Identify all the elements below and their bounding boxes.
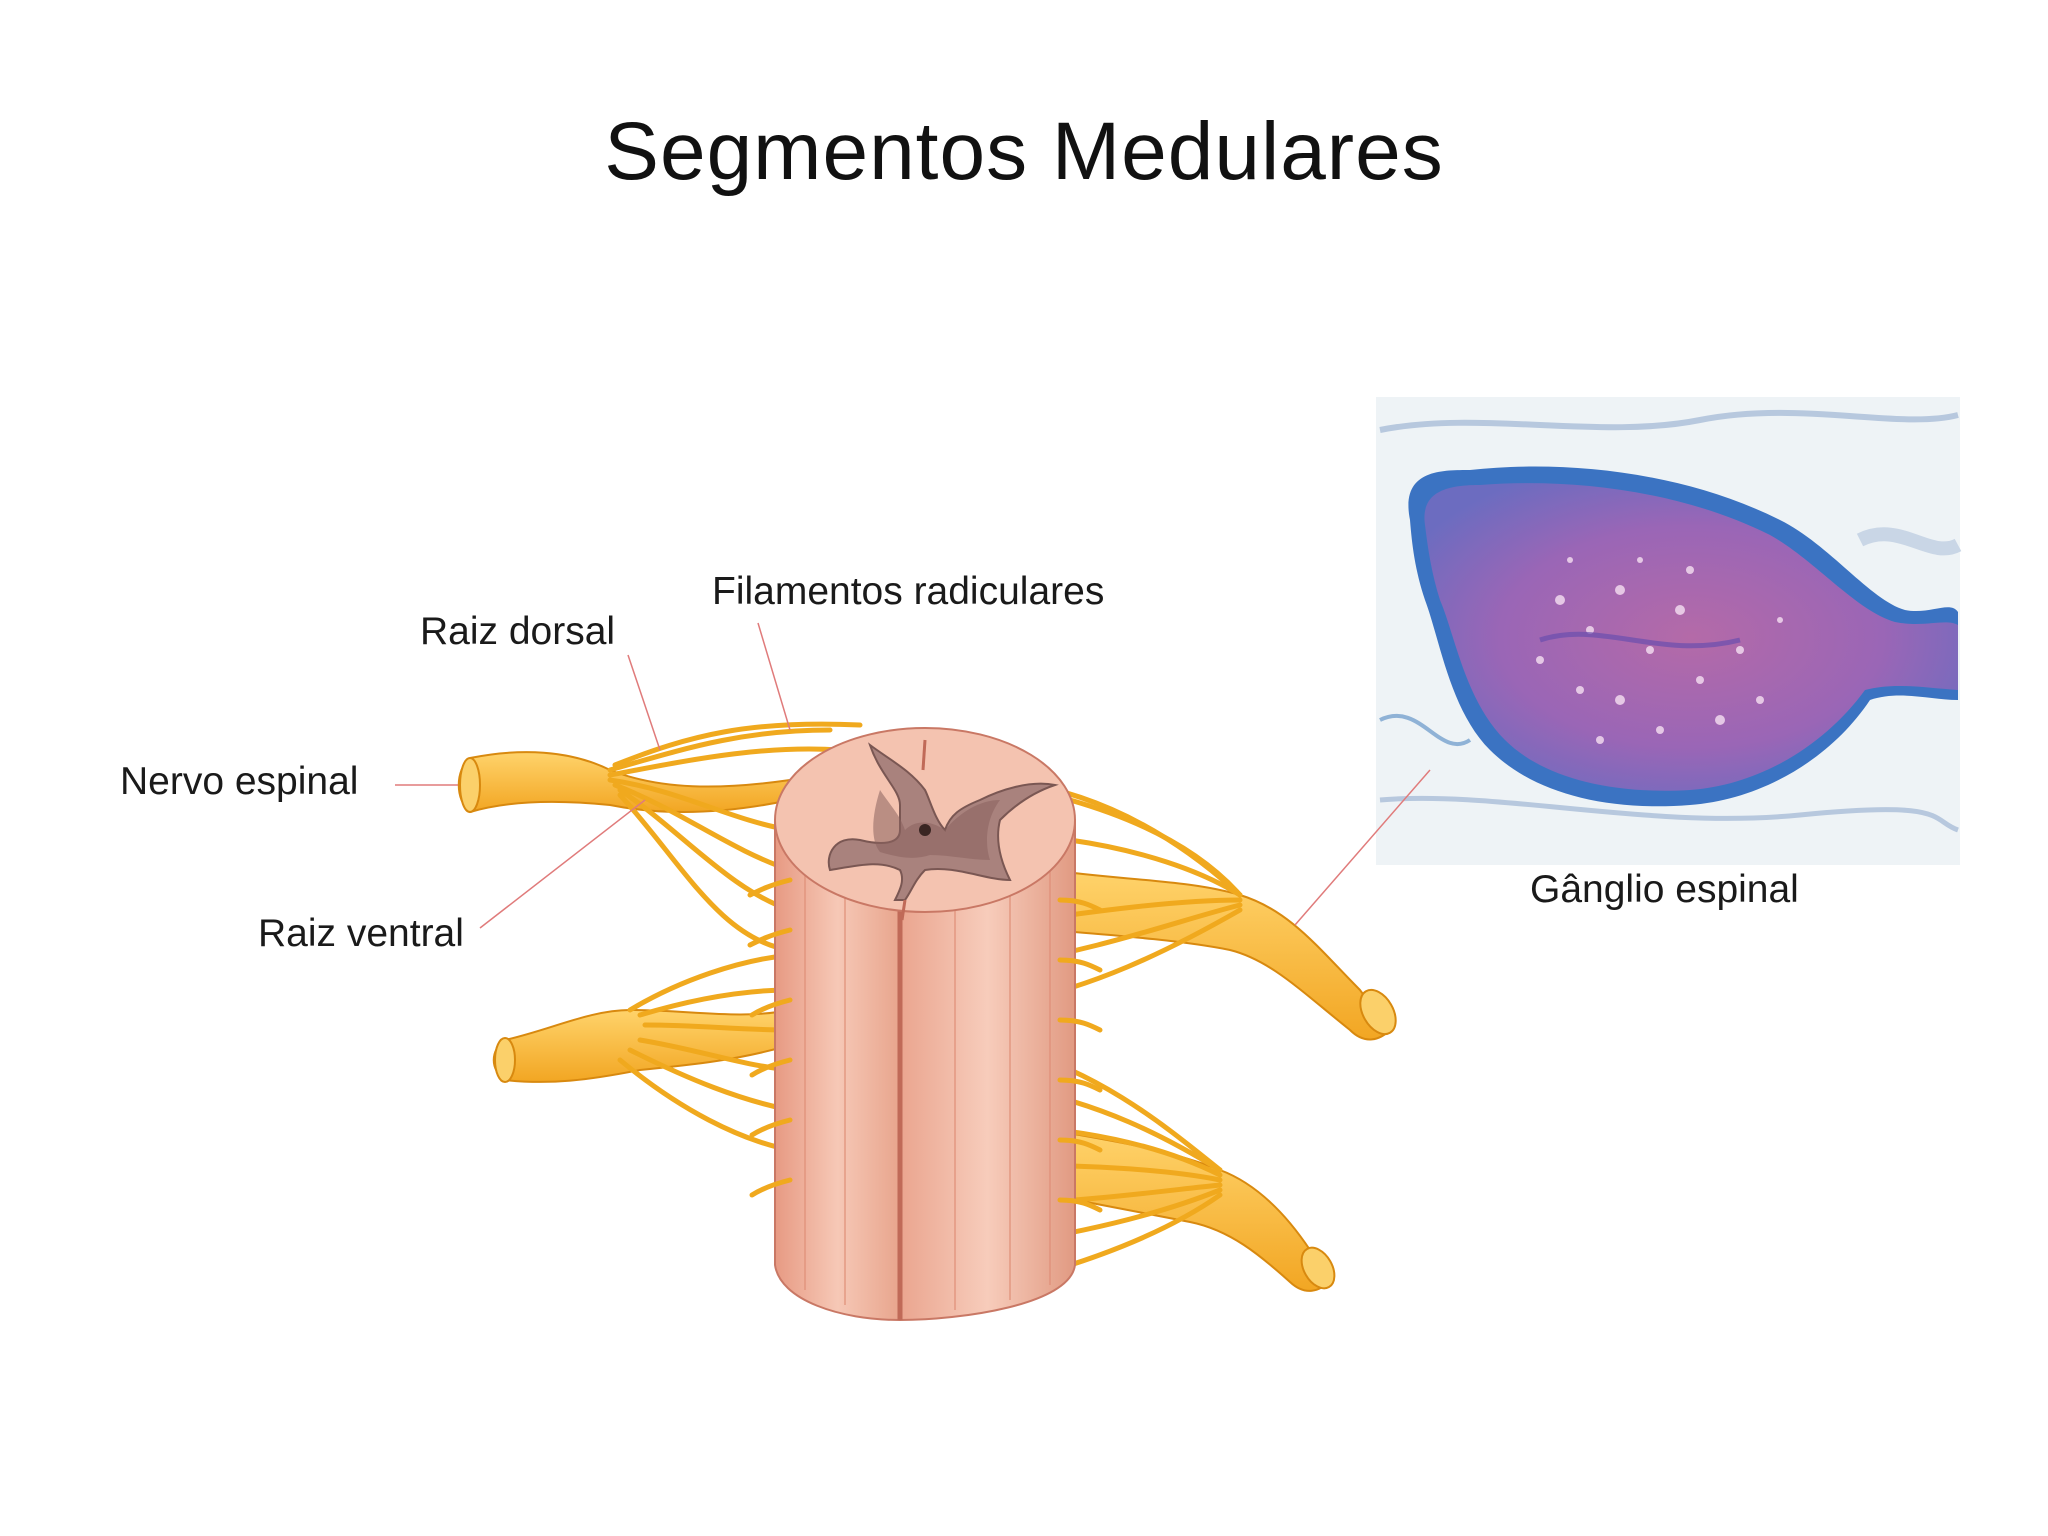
filamentos-leader (757, 622, 791, 731)
upper-right-spinal-nerve (1049, 868, 1397, 1041)
slide-title: Segmentos Medulares (604, 106, 1444, 197)
raiz-dorsal-leader (627, 654, 661, 751)
lower-left-spinal-nerve (492, 1008, 791, 1083)
label-ganglio-espinal: Gânglio espinal (1530, 868, 1799, 911)
leader-lines (395, 622, 1431, 929)
label-raiz-ventral: Raiz ventral (258, 912, 464, 955)
raiz-ventral-leader (479, 799, 646, 929)
spinal-cord (774, 727, 1076, 1322)
label-raiz-dorsal: Raiz dorsal (420, 610, 616, 653)
ganglion-micrograph (1376, 397, 1962, 865)
label-filamentos-radiculares: Filamentos radiculares (712, 570, 1105, 613)
label-nervo-espinal: Nervo espinal (120, 760, 359, 803)
cord-surface-rootlets (747, 877, 1103, 1213)
ganglio-espinal-leader (1294, 769, 1431, 926)
